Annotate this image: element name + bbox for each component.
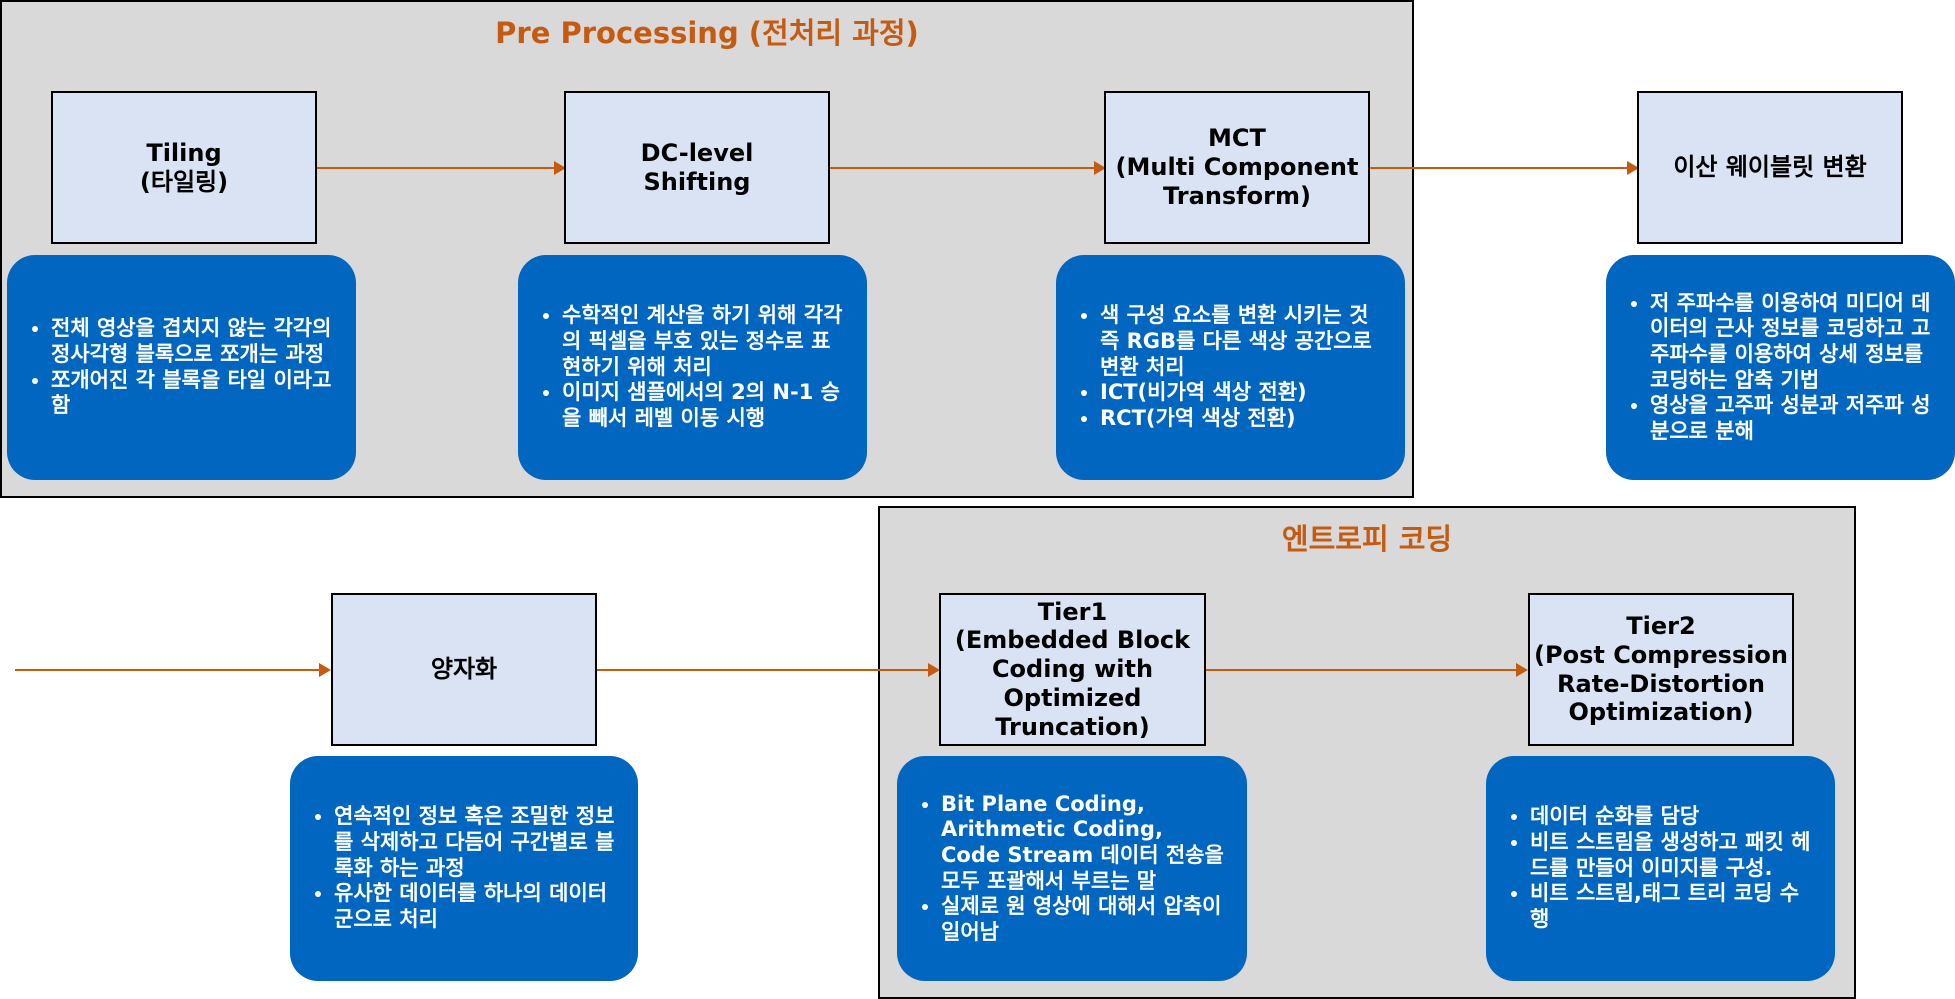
mct-note-item: ICT(비가역 색상 전환): [1100, 380, 1387, 406]
tier2-note-item: 데이터 순화를 담당: [1530, 804, 1817, 830]
arrow-tier1-to-tier2: [1206, 663, 1528, 677]
quantization-note: 연속적인 정보 혹은 조밀한 정보를 삭제하고 다듬어 구간별로 블록화 하는 …: [290, 756, 638, 981]
preprocessing-title: Pre Processing (전처리 과정): [495, 16, 919, 50]
mct-note: 색 구성 요소를 변환 시키는 것 즉 RGB를 다른 색상 공간으로 변환 처…: [1056, 255, 1405, 480]
dc-level-note-item: 이미지 샘플에서의 2의 N-1 승을 빼서 레벨 이동 시행: [562, 380, 849, 431]
tiling-note-item: 전체 영상을 겹치지 않는 각각의 정사각형 블록으로 쪼개는 과정: [51, 316, 338, 367]
arrow-tiling-to-dc: [317, 161, 566, 175]
quantization-box: 양자화: [331, 593, 597, 746]
dc-level-shifting-box: DC-level Shifting: [564, 91, 830, 244]
tiling-note-item: 쪼개어진 각 블록을 타일 이라고 함: [51, 368, 338, 419]
tier1-note: Bit Plane Coding, Arithmetic Coding, Cod…: [897, 756, 1247, 981]
entropy-coding-title: 엔트로피 코딩: [1281, 522, 1453, 556]
dwt-note-item: 영상을 고주파 성분과 저주파 성분으로 분해: [1650, 393, 1937, 444]
tier2-note-item: 비트 스트림,태그 트리 코딩 수행: [1530, 881, 1817, 932]
dc-level-note: 수학적인 계산을 하기 위해 각각의 픽셀을 부호 있는 정수로 표현하기 위해…: [518, 255, 867, 480]
mct-note-item: RCT(가역 색상 전환): [1100, 406, 1387, 432]
tiling-box: Tiling (타일링): [51, 91, 317, 244]
dwt-note: 저 주파수를 이용하여 미디어 데이터의 근사 정보를 코딩하고 고 주파수를 …: [1606, 255, 1955, 480]
arrow-mct-to-dwt: [1370, 161, 1639, 175]
tier1-note-item: Bit Plane Coding, Arithmetic Coding, Cod…: [941, 792, 1229, 894]
dwt-box: 이산 웨이블릿 변환: [1637, 91, 1903, 244]
tier2-box: Tier2 (Post Compression Rate-Distortion …: [1528, 593, 1794, 746]
arrow-quant-to-tier1: [597, 663, 940, 677]
arrow-dc-to-mct: [830, 161, 1106, 175]
dc-level-note-item: 수학적인 계산을 하기 위해 각각의 픽셀을 부호 있는 정수로 표현하기 위해…: [562, 303, 849, 380]
tier2-note: 데이터 순화를 담당 비트 스트림을 생성하고 패킷 헤드를 만들어 이미지를 …: [1486, 756, 1835, 981]
tier2-note-item: 비트 스트림을 생성하고 패킷 헤드를 만들어 이미지를 구성.: [1530, 830, 1817, 881]
quantization-note-item: 유사한 데이터를 하나의 데이터 군으로 처리: [334, 881, 620, 932]
tiling-note: 전체 영상을 겹치지 않는 각각의 정사각형 블록으로 쪼개는 과정 쪼개어진 …: [7, 255, 356, 480]
tier1-box: Tier1 (Embedded Block Coding with Optimi…: [939, 593, 1206, 746]
dwt-note-item: 저 주파수를 이용하여 미디어 데이터의 근사 정보를 코딩하고 고 주파수를 …: [1650, 291, 1937, 393]
tier1-note-item: 실제로 원 영상에 대해서 압축이 일어남: [941, 894, 1229, 945]
quantization-note-item: 연속적인 정보 혹은 조밀한 정보를 삭제하고 다듬어 구간별로 블록화 하는 …: [334, 804, 620, 881]
mct-note-item: 색 구성 요소를 변환 시키는 것 즉 RGB를 다른 색상 공간으로 변환 처…: [1100, 303, 1387, 380]
arrow-in-to-quant: [15, 663, 331, 677]
mct-box: MCT (Multi Component Transform): [1104, 91, 1370, 244]
